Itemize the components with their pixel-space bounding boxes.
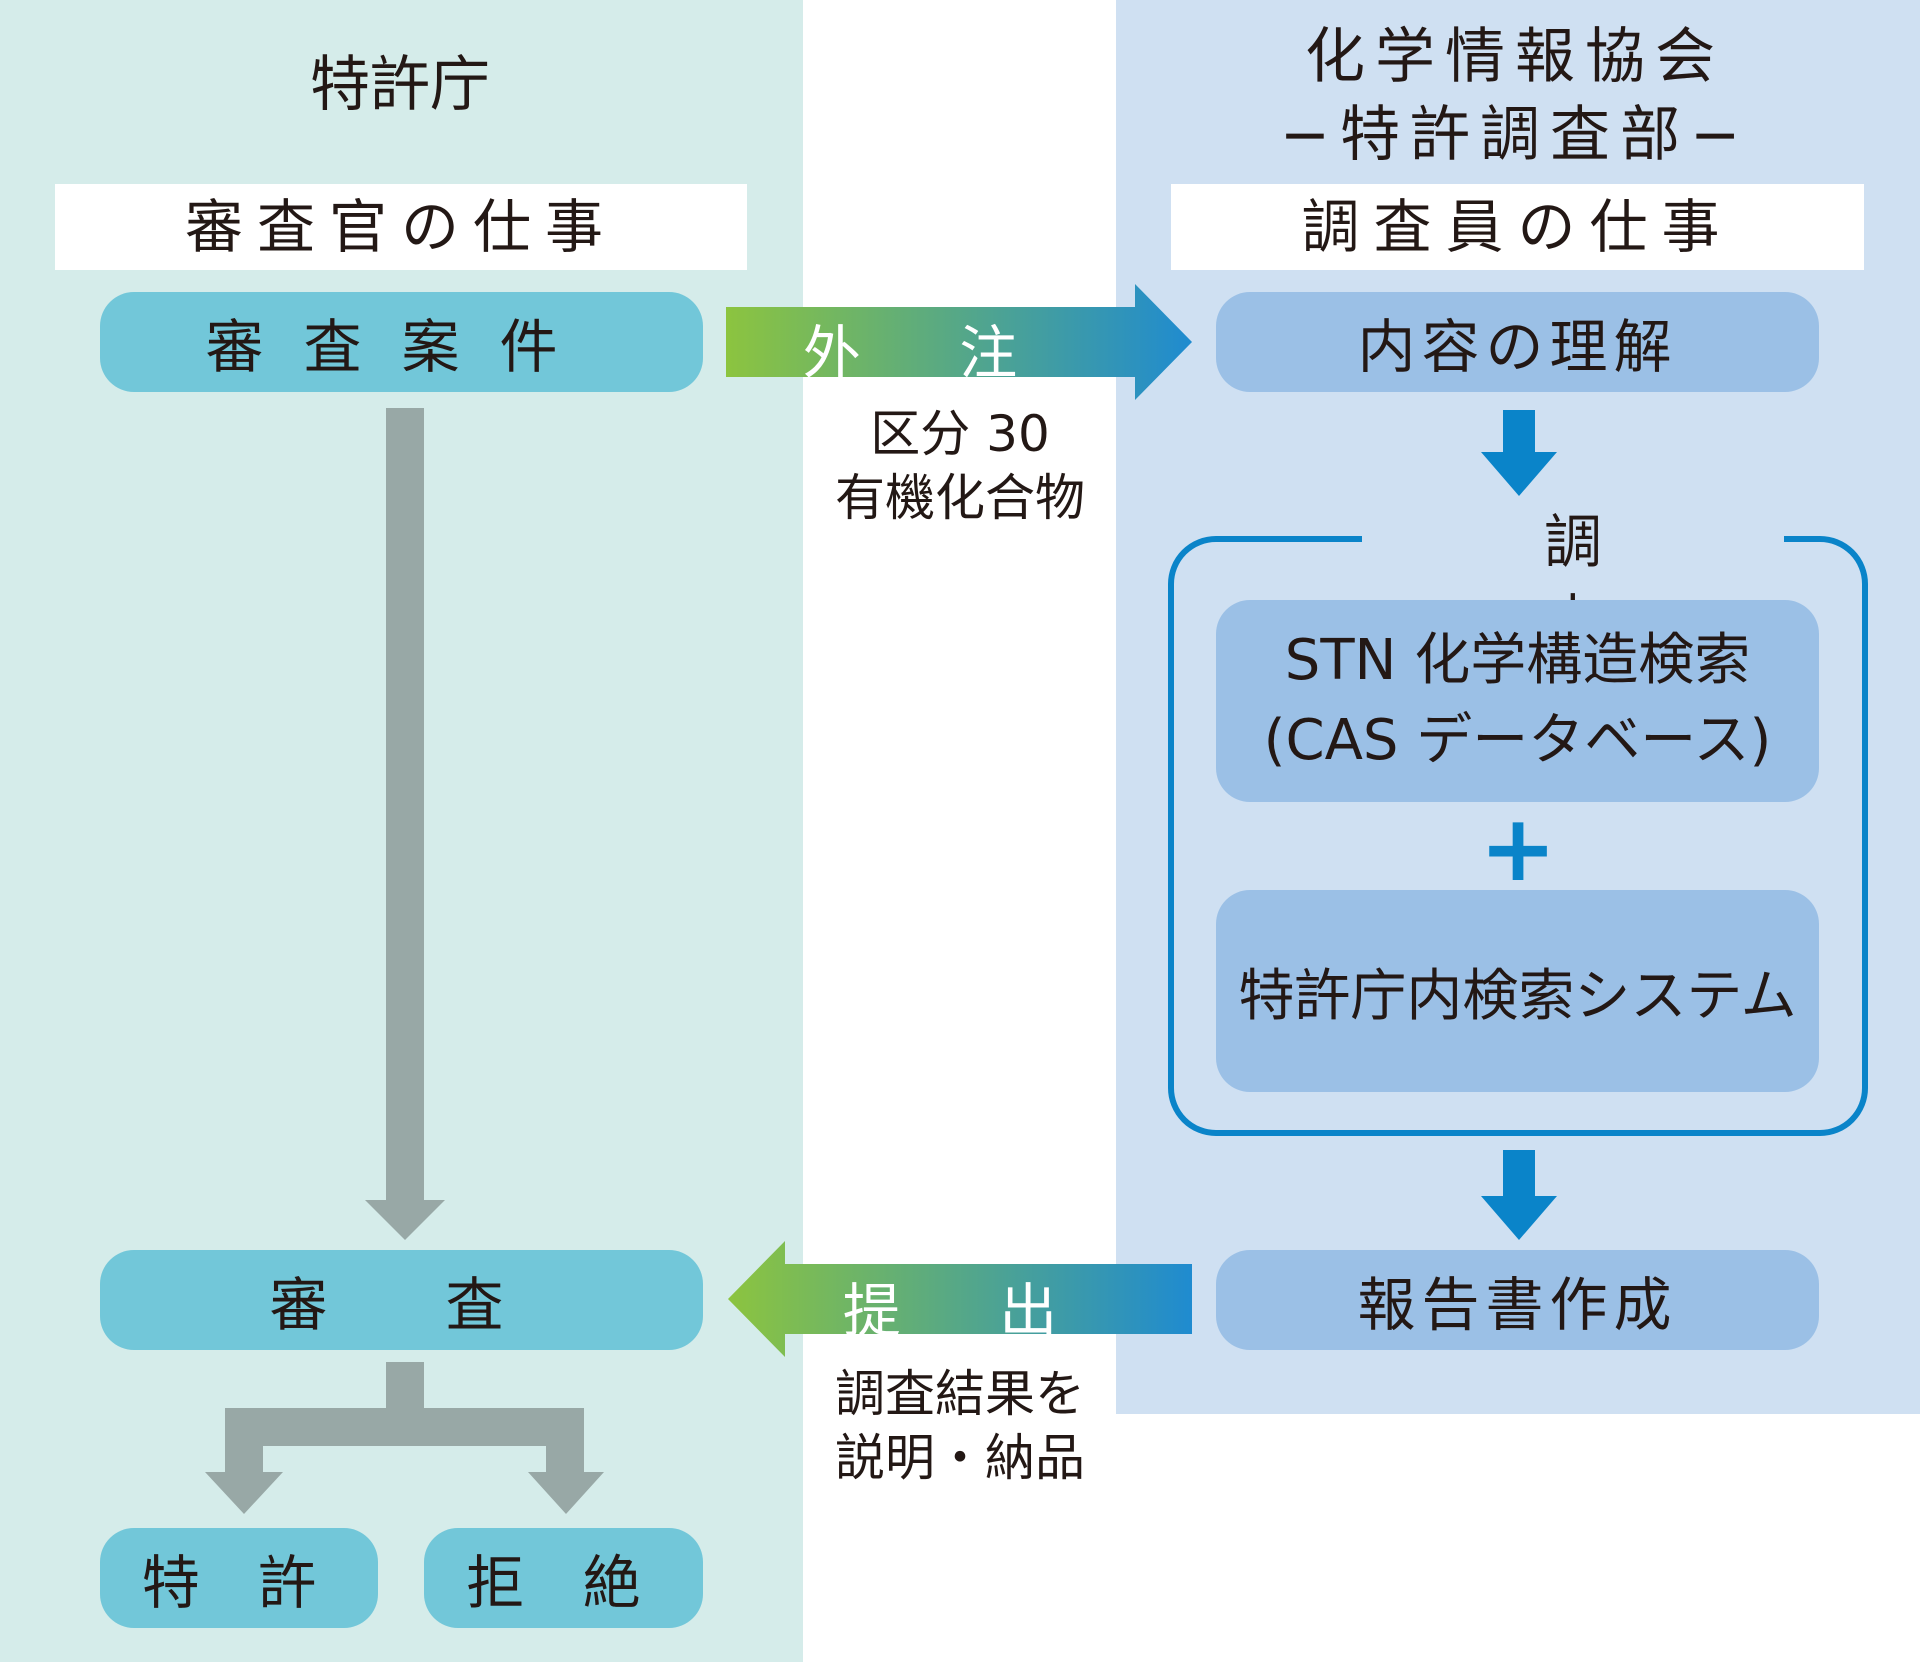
examination-case-label: 審査案件 — [205, 313, 598, 381]
outsource-caption-line1: 区分 30 — [870, 405, 1050, 463]
examination-label: 審 査 — [269, 1271, 534, 1339]
right-heading-line2: −特許調査部− — [1279, 100, 1751, 170]
report-box: 報告書作成 — [1216, 1250, 1819, 1350]
survey-to-report-arrow — [1481, 1150, 1557, 1240]
outsource-caption-line2: 有機化合物 — [835, 469, 1085, 527]
internal-search-box: 特許庁内検索システム — [1216, 890, 1819, 1092]
plus-icon: + — [1479, 795, 1557, 902]
examination-box: 審 査 — [100, 1250, 703, 1350]
internal-search-label: 特許庁内検索システム — [1238, 963, 1797, 1029]
survey-label: 調査 — [1362, 502, 1784, 656]
exam-split-arrow — [205, 1362, 604, 1514]
submit-label: 提 出 — [842, 1277, 1098, 1345]
reject-label: 拒 絶 — [466, 1549, 661, 1617]
reject-box: 拒 絶 — [424, 1528, 703, 1628]
stn-search-line1: STN 化学構造検索 — [1284, 628, 1751, 693]
submit-arrow — [728, 1241, 1192, 1357]
outsource-label: 外 注 — [802, 319, 1058, 387]
outsource-arrow — [726, 284, 1192, 400]
submit-caption-line2: 説明・納品 — [835, 1429, 1085, 1487]
grant-label: 特 許 — [141, 1549, 337, 1617]
grant-box: 特 許 — [100, 1528, 378, 1628]
understand-label: 内容の理解 — [1357, 313, 1678, 381]
understand-to-survey-arrow — [1481, 410, 1557, 496]
examination-case-box: 審査案件 — [100, 292, 703, 392]
right-heading-line1: 化学情報協会 — [1305, 22, 1725, 92]
understand-box: 内容の理解 — [1216, 292, 1819, 392]
left-heading: 特許庁 — [310, 50, 490, 120]
stn-search-line2: (CAS データベース) — [1263, 708, 1772, 773]
case-to-exam-arrow — [365, 408, 445, 1240]
report-label: 報告書作成 — [1357, 1271, 1678, 1339]
investigator-role-box: 調査員の仕事 — [1171, 184, 1864, 270]
stn-search-box: STN 化学構造検索 (CAS データベース) — [1216, 600, 1819, 802]
submit-caption-line1: 調査結果を — [835, 1365, 1085, 1423]
examiner-role-box: 審査官の仕事 — [55, 184, 747, 270]
